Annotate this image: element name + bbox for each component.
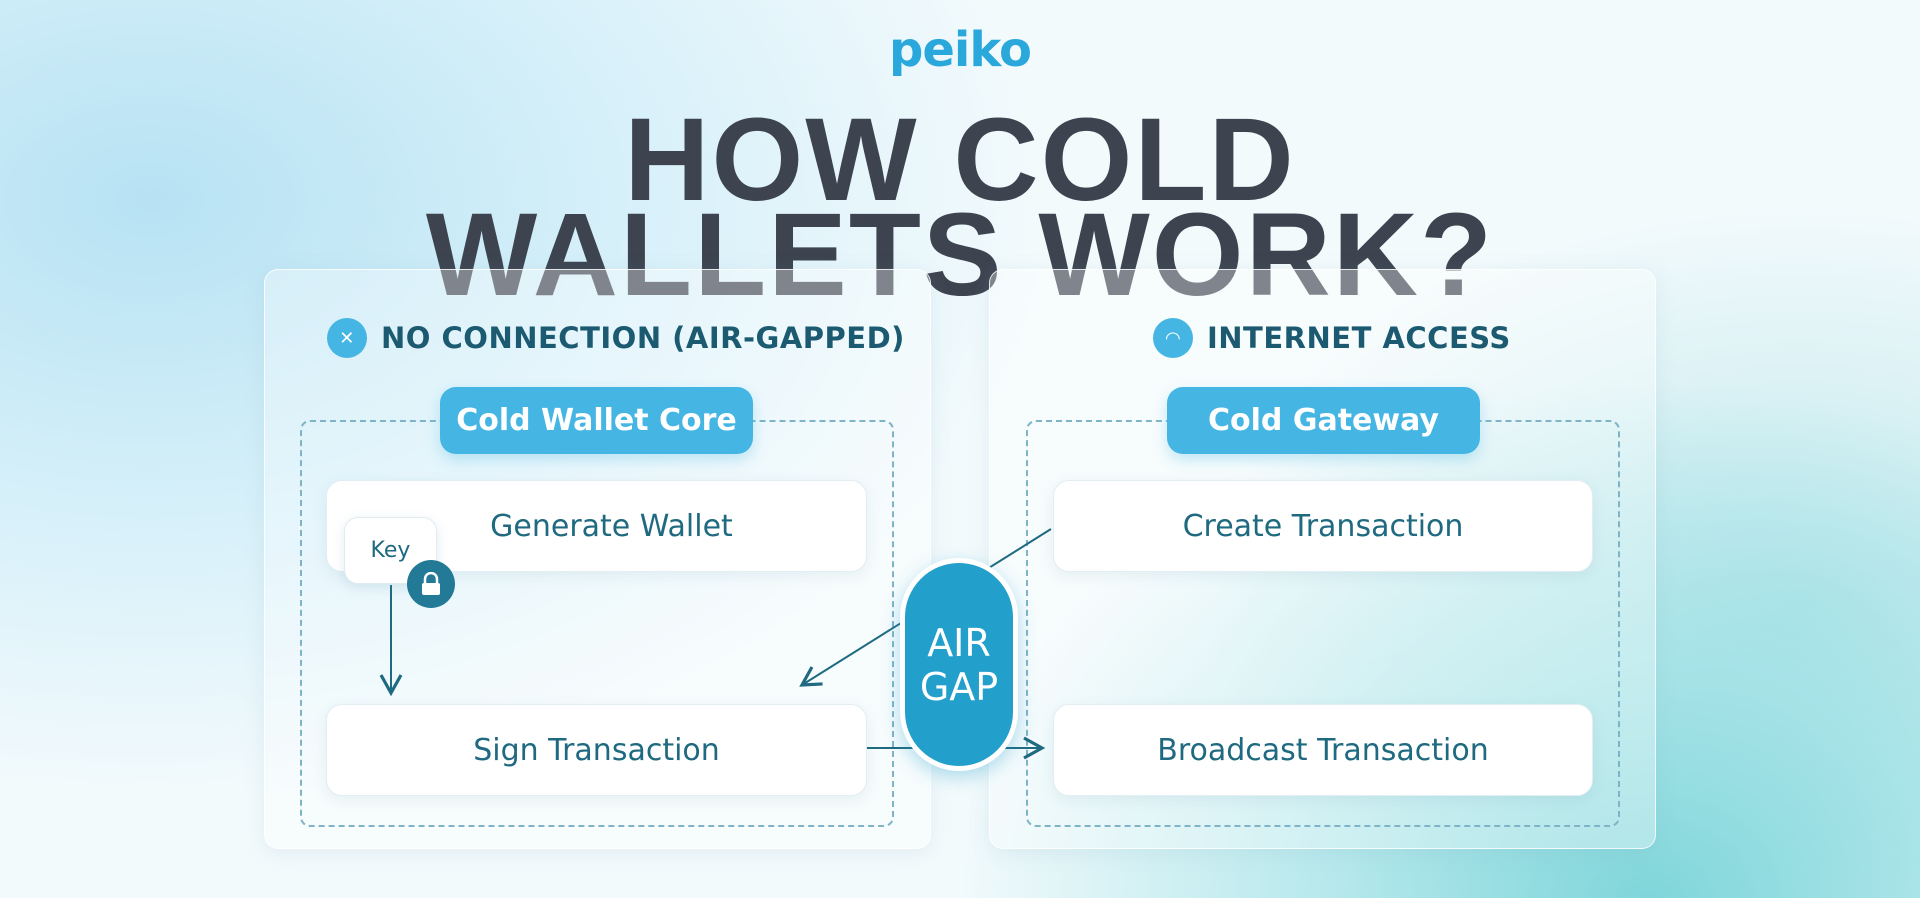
lock-icon	[407, 560, 455, 608]
no-signal-icon: ✕	[327, 318, 367, 358]
air-gapped-header: ✕ NO CONNECTION (AIR-GAPPED)	[327, 318, 905, 358]
broadcast-transaction-step: Broadcast Transaction	[1053, 704, 1593, 796]
air-gap-line2: GAP	[919, 664, 999, 709]
cold-wallet-core-label: Cold Wallet Core	[440, 387, 753, 454]
sign-transaction-step: Sign Transaction	[326, 704, 867, 796]
create-transaction-step: Create Transaction	[1053, 480, 1593, 572]
internet-header: ◠ INTERNET ACCESS	[1153, 318, 1511, 358]
air-gap-line1: AIR	[927, 620, 991, 665]
air-gapped-header-label: NO CONNECTION (AIR-GAPPED)	[381, 321, 905, 355]
internet-header-label: INTERNET ACCESS	[1207, 321, 1511, 355]
cold-gateway-label: Cold Gateway	[1167, 387, 1480, 454]
peiko-logo: peiko	[889, 22, 1032, 78]
page-title-line1: HOW COLD	[624, 94, 1296, 226]
page-title-line2: WALLETS WORK?	[425, 189, 1495, 321]
wifi-icon: ◠	[1153, 318, 1193, 358]
air-gap-badge: AIR GAP	[900, 558, 1018, 771]
